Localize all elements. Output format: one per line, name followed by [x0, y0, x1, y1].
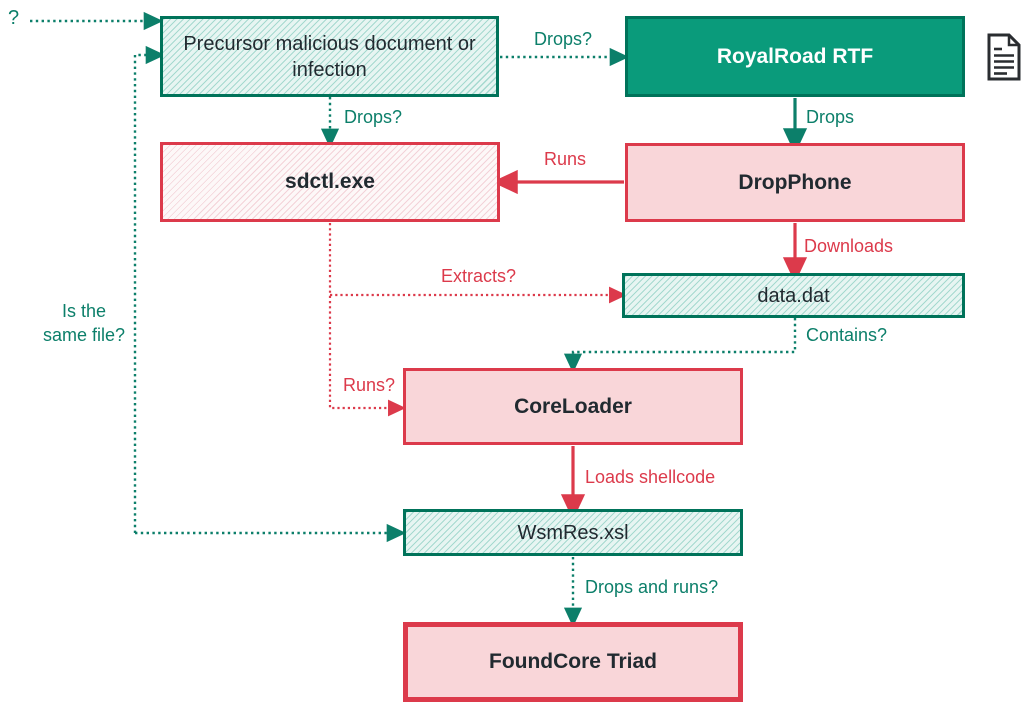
node-sdctl-exe-label: sdctl.exe [285, 170, 375, 194]
arrow-samefile-to-precursor [133, 45, 166, 533]
node-dropphone: DropPhone [625, 143, 965, 222]
node-coreloader-label: CoreLoader [514, 394, 632, 418]
edge-label-extracts: Extracts? [441, 266, 517, 286]
node-precursor-label: Precursor malicious document or infectio… [183, 32, 476, 81]
edge-label-loads-shellcode: Loads shellcode [585, 467, 716, 487]
node-precursor: Precursor malicious document or infectio… [160, 16, 499, 97]
node-foundcore-triad-label: FoundCore Triad [489, 650, 657, 674]
edge-label-drops-to-sdctl: Drops? [344, 107, 403, 127]
node-royalroad-rtf: RoyalRoad RTF [625, 16, 965, 97]
arrow-datadat-to-coreloader [563, 318, 797, 374]
edge-label-downloads: Downloads [804, 236, 894, 256]
node-sdctl-exe: sdctl.exe [160, 142, 500, 222]
node-data-dat-label: data.dat [757, 284, 830, 307]
edge-label-drops-to-royalroad: Drops? [534, 29, 593, 49]
node-dropphone-label: DropPhone [738, 170, 852, 194]
edge-label-drops-to-dropphone: Drops [806, 107, 855, 127]
node-royalroad-rtf-label: RoyalRoad RTF [716, 44, 874, 68]
node-foundcore-triad: FoundCore Triad [403, 622, 743, 702]
unknown-source-label: ? [8, 7, 20, 29]
node-data-dat: data.dat [622, 273, 965, 318]
node-coreloader: CoreLoader [403, 368, 743, 445]
edge-label-drops-and-runs: Drops and runs? [585, 577, 719, 597]
node-wsmres-xsl-label: WsmRes.xsl [517, 521, 629, 544]
edge-label-contains: Contains? [806, 325, 888, 345]
node-wsmres-xsl: WsmRes.xsl [403, 509, 743, 556]
edge-label-is-same-file: Is the same file? [42, 301, 126, 346]
document-icon [987, 33, 1021, 81]
edge-label-runs: Runs [544, 149, 587, 169]
edge-label-runs-question: Runs? [343, 375, 396, 395]
